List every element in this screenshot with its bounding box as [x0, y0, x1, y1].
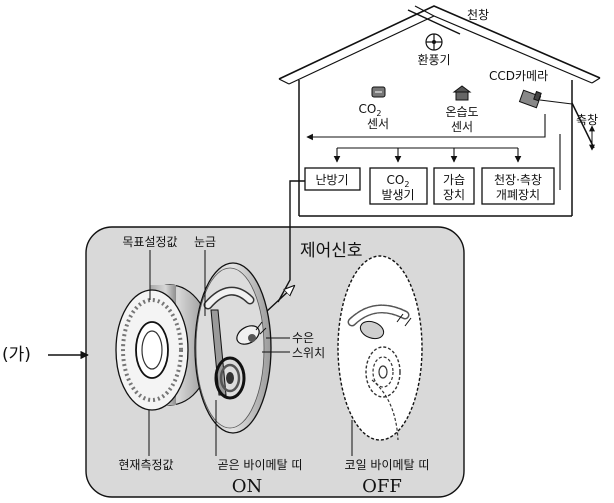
heater-label: 난방기: [315, 173, 348, 187]
co2-gen-label-line2: 발생기: [381, 188, 414, 202]
temperature-dial: [115, 284, 221, 411]
bimetal-disk-off: [337, 255, 423, 441]
side-window-label: 측창: [576, 113, 598, 127]
coil-bimetal-label: 코일 바이메탈 띠: [345, 458, 430, 472]
roof-window-label: 천창: [467, 7, 489, 22]
fan-icon: [425, 33, 443, 51]
co2-sensor-label-line1: CO2: [359, 102, 382, 118]
straight-bimetal-label: 곧은 바이메탈 띠: [218, 458, 303, 472]
roof-outline: [278, 5, 601, 80]
off-label: OFF: [362, 476, 402, 497]
device-co2-generator: CO2 발생기: [369, 167, 428, 205]
device-window-controller: 천장·측창 개폐장치: [481, 167, 555, 205]
window-ctrl-label-line1: 천장·측창: [494, 172, 542, 187]
humidity-sensor-label-line1: 온습도: [445, 105, 478, 119]
camera-label: CCD카메라: [489, 69, 548, 83]
humidity-sensor-icon: [452, 85, 472, 101]
humidifier-label-line2: 장치: [443, 188, 465, 202]
mercury-switch-label-line1: 수은: [292, 331, 314, 345]
mercury-switch-label-line2: 스위치: [292, 346, 325, 360]
co2-sensor-label-line2: 센서: [367, 117, 389, 131]
on-label: ON: [232, 476, 263, 497]
co2-gen-label-line1: CO2: [387, 173, 410, 189]
current-value-label: 현재측정값: [118, 458, 173, 472]
window-ctrl-label-line2: 개폐장치: [496, 188, 540, 202]
co2-sensor-icon: [371, 86, 386, 98]
device-humidifier: 가습 장치: [433, 167, 475, 205]
camera-icon: [518, 89, 542, 109]
panel-label: (가): [2, 345, 31, 365]
humidity-sensor-label-line2: 센서: [451, 120, 473, 134]
mercury-switch: [236, 321, 267, 345]
callouts: [148, 250, 353, 456]
sensor-bus: [306, 114, 546, 141]
roof-window-flap: [407, 9, 461, 35]
fan-label: 환풍기: [417, 53, 450, 67]
target-value-label: 목표설정값: [122, 235, 177, 249]
scale-label: 눈금: [194, 235, 216, 249]
humidifier-label-line1: 가습: [443, 173, 465, 187]
dial-scale-ring: [121, 298, 183, 402]
control-signal-label: 제어신호: [300, 241, 363, 261]
device-heater: 난방기: [304, 167, 361, 191]
bimetal-disk-on: [194, 262, 272, 434]
greenhouse: 천창 측창 환풍기 CO2 센서 온습도 센서 CCD카메라: [278, 5, 601, 217]
